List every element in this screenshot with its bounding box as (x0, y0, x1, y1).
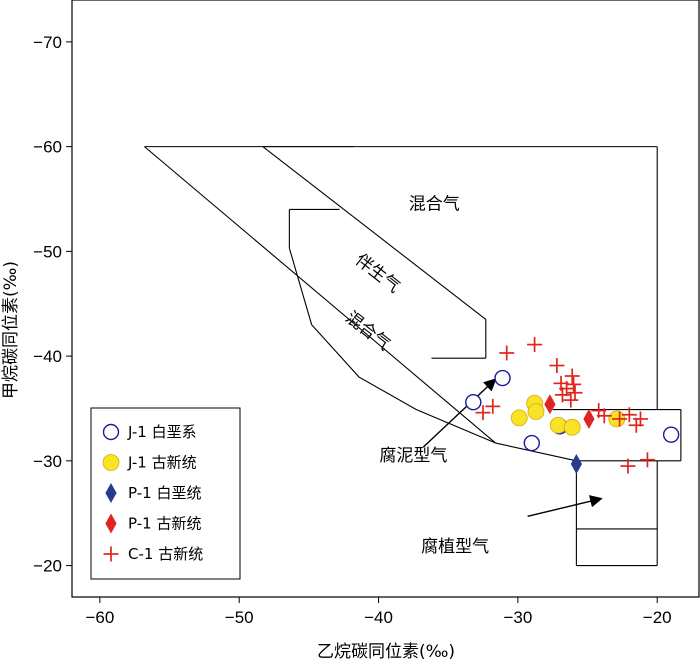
plot-frame (71, 0, 700, 598)
x-tick-label: −20 (643, 608, 672, 627)
x-tick-label: −40 (364, 608, 393, 627)
data-point (494, 369, 511, 387)
data-point (564, 368, 580, 384)
data-point (570, 453, 582, 474)
data-point (544, 394, 556, 415)
y-axis-ticks: −70 −60 −50 −40 −30 −20 (33, 33, 72, 576)
legend-label: J-1 白垩系 (127, 423, 197, 441)
x-tick-label: −50 (225, 608, 254, 627)
legend: J-1 白垩系 J-1 古新统 P-1 白垩统 P-1 古新统 C-1 古新统 (90, 407, 241, 580)
y-tick-label: −40 (33, 347, 62, 366)
series-5 (475, 337, 655, 474)
series-4 (544, 394, 595, 429)
region-label: 腐植型气 (421, 537, 489, 557)
boundary-line (288, 248, 496, 444)
data-point (549, 358, 565, 374)
y-tick-label: −50 (33, 242, 62, 261)
series-2 (510, 394, 626, 436)
data-point (639, 452, 655, 468)
y-tick-label: −20 (33, 557, 62, 576)
annotation-arrows (422, 378, 603, 518)
y-tick-label: −70 (33, 33, 62, 52)
y-axis-title: 甲烷碳同位素(‰) (1, 261, 21, 399)
legend-marker (103, 546, 119, 562)
legend-label: P-1 古新统 (128, 515, 201, 533)
data-point (566, 376, 582, 392)
legend-marker (105, 483, 117, 503)
x-tick-label: −30 (503, 608, 532, 627)
legend-marker (105, 513, 117, 534)
region-label: 腐泥型气 (379, 446, 447, 466)
data-point (563, 418, 581, 436)
data-point (475, 405, 491, 421)
y-tick-label: −60 (33, 138, 62, 157)
x-axis-title: 乙烷碳同位素(‰) (317, 642, 455, 662)
x-axis-ticks: −60 −50 −40 −30 −20 (85, 597, 672, 627)
series-3 (570, 453, 582, 474)
region-4 (576, 460, 658, 566)
data-point (662, 426, 680, 443)
data-point (465, 393, 482, 411)
data-point (621, 407, 637, 423)
boundary-line (495, 442, 577, 462)
annotation-arrow (527, 495, 603, 518)
data-point (567, 385, 583, 401)
data-point (583, 408, 595, 429)
data-point (510, 409, 528, 427)
region-2 (262, 146, 658, 410)
data-point (596, 408, 612, 424)
region-boundaries (144, 146, 682, 567)
data-points (465, 337, 680, 474)
data-point (485, 398, 501, 414)
data-point (499, 345, 515, 361)
legend-marker (102, 454, 120, 471)
legend-label: C-1 古新统 (128, 545, 203, 563)
region-label: 混合气 (409, 194, 460, 214)
data-point (549, 416, 567, 434)
legend-label: J-1 古新统 (127, 454, 197, 472)
data-point (527, 337, 543, 353)
data-point (620, 458, 636, 474)
data-point (632, 411, 648, 427)
boundary-line (262, 146, 487, 320)
legend-marker (102, 423, 120, 441)
annotation-arrow (422, 378, 497, 448)
data-point (527, 403, 545, 421)
y-tick-label: −30 (33, 452, 62, 471)
legend-label: P-1 白垩统 (128, 484, 201, 502)
x-tick-label: −60 (85, 608, 114, 627)
boundary-line (144, 146, 496, 444)
data-point (612, 411, 628, 427)
data-point (523, 434, 540, 452)
